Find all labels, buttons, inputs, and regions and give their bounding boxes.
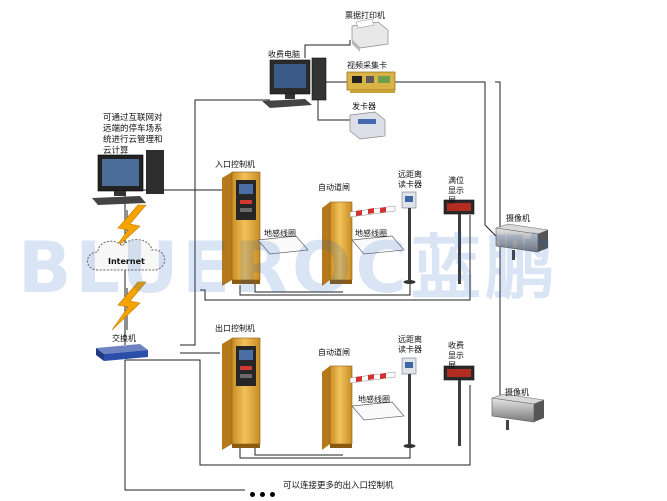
entry-auto-gate-icon	[322, 201, 396, 286]
entry-controller-icon	[222, 171, 261, 286]
entry-camera-label: 摄像机	[506, 214, 530, 223]
lightning-icon-lower	[111, 281, 147, 331]
card-dispenser-label: 发卡器	[352, 102, 376, 111]
entry-reader-icon	[401, 191, 417, 284]
internet-cloud	[87, 239, 166, 271]
card-dispenser-icon	[349, 111, 386, 140]
exit-loop-label: 地感线圈	[358, 395, 390, 404]
charge-pc-icon	[262, 57, 327, 108]
more-controllers-note: 可以连接更多的出入口控制机	[283, 481, 394, 491]
video-card-icon	[346, 71, 396, 93]
video-card-label: 视频采集卡	[347, 61, 387, 70]
cabling	[124, 40, 501, 491]
switch-icon	[96, 344, 148, 361]
exit-display-icon	[443, 365, 475, 446]
exit-loop	[351, 401, 405, 421]
exit-gate-label: 自动道闸	[318, 348, 350, 357]
entry-loop-2	[351, 235, 405, 255]
entry-display-icon	[443, 199, 475, 284]
internet-label: Internet	[108, 257, 145, 266]
exit-controller-icon	[222, 337, 261, 450]
exit-display-label: 收费显示屏	[448, 341, 464, 370]
entry-barrier-arm	[349, 205, 396, 218]
printer-icon	[351, 18, 389, 52]
lightning-icon-upper	[111, 204, 147, 253]
entry-loop-2-label: 地感线圈	[355, 229, 387, 238]
printer-label: 票据打印机	[345, 11, 385, 20]
entry-gate-label: 自动道闸	[318, 183, 350, 192]
entry-reader-label: 远距离读卡器	[398, 170, 422, 189]
switch-label: 交换机	[112, 334, 136, 343]
watermark: BLUEROC蓝鹏	[18, 227, 559, 309]
charge-pc-label: 收费电脑	[268, 50, 300, 59]
remote-pc-icon	[92, 150, 164, 205]
entry-loop-1	[257, 235, 309, 255]
entry-controller-label: 入口控制机	[215, 160, 255, 169]
entry-display-label: 满位显示屏	[448, 176, 464, 205]
exit-camera-icon	[491, 393, 545, 430]
exit-auto-gate-icon	[322, 365, 396, 450]
exit-controller-label: 出口控制机	[215, 324, 255, 333]
entry-camera-icon	[495, 223, 549, 260]
exit-reader-label: 远距离读卡器	[398, 335, 422, 354]
exit-barrier-arm	[349, 371, 396, 384]
entry-loop-1-label: 地感线圈	[264, 229, 296, 238]
remote-management-note: 可通过互联网对远端的停车场系统进行云管理和云计算	[103, 113, 163, 156]
more-dots	[250, 482, 280, 501]
exit-reader-icon	[401, 357, 417, 448]
exit-camera-label: 摄像机	[505, 388, 529, 397]
